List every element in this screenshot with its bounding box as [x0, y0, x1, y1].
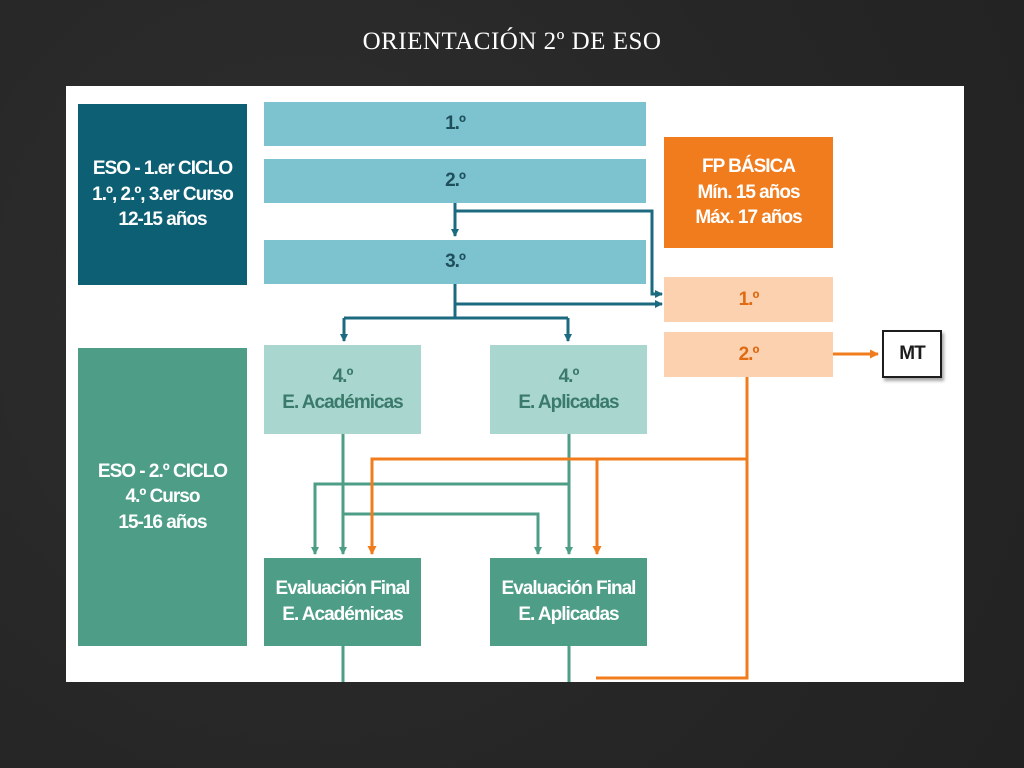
ciclo1-courses: 1.º, 2.º, 3.er Curso [92, 183, 234, 205]
option-academicas-course: 4.º [332, 365, 354, 387]
ciclo1-heading: ESO - 1.er CICLO [92, 158, 233, 180]
fp-basica-title: FP BÁSICA [701, 156, 796, 178]
eso-course-2-box: 2.º [264, 159, 646, 203]
eval-aplicadas-label: E. Aplicadas [518, 604, 619, 625]
option-aplicadas-label: E. Aplicadas [518, 391, 619, 413]
option-academicas-label: E. Académicas [282, 391, 403, 413]
option-aplicadas-course: 4.º [558, 365, 580, 387]
green-arrows [311, 434, 573, 682]
fp-course-2-box: 2.º [664, 332, 833, 377]
ciclo1-ages: 12-15 años [118, 209, 207, 231]
option-aplicadas-box: 4.º E. Aplicadas [490, 345, 647, 434]
eso-course-1-box: 1.º [264, 102, 646, 146]
mt-box: MT [882, 330, 942, 378]
blue-arrows [340, 203, 663, 342]
eso-course-3-box: 3.º [264, 240, 646, 284]
eval-academicas-label: E. Académicas [282, 604, 403, 625]
orange-arrows [367, 349, 879, 680]
diagram-panel: ESO - 1.er CICLO 1.º, 2.º, 3.er Curso 12… [66, 86, 964, 682]
eso-second-cycle-box: ESO - 2.º CICLO 4.º Curso 15-16 años [78, 348, 247, 646]
fp-basica-min-age: Mín. 15 años [697, 181, 800, 203]
ciclo2-heading: ESO - 2.º CICLO [97, 460, 228, 482]
eval-aplicadas-box: Evaluación Final E. Aplicadas [490, 558, 647, 646]
fp-course-1-box: 1.º [664, 277, 833, 322]
eval-aplicadas-title: Evaluación Final [501, 578, 637, 600]
eval-academicas-title: Evaluación Final [275, 578, 411, 600]
connector-lines [311, 203, 879, 682]
slide-title: ORIENTACIÓN 2º DE ESO [362, 28, 662, 55]
fp-basica-box: FP BÁSICA Mín. 15 años Máx. 17 años [664, 137, 833, 248]
ciclo2-courses: 4.º Curso [125, 486, 201, 508]
ciclo2-ages: 15-16 años [118, 511, 207, 533]
eval-academicas-box: Evaluación Final E. Académicas [264, 558, 421, 646]
option-academicas-box: 4.º E. Académicas [264, 345, 421, 434]
fp-basica-max-age: Máx. 17 años [695, 207, 802, 229]
eso-first-cycle-box: ESO - 1.er CICLO 1.º, 2.º, 3.er Curso 12… [78, 104, 247, 285]
